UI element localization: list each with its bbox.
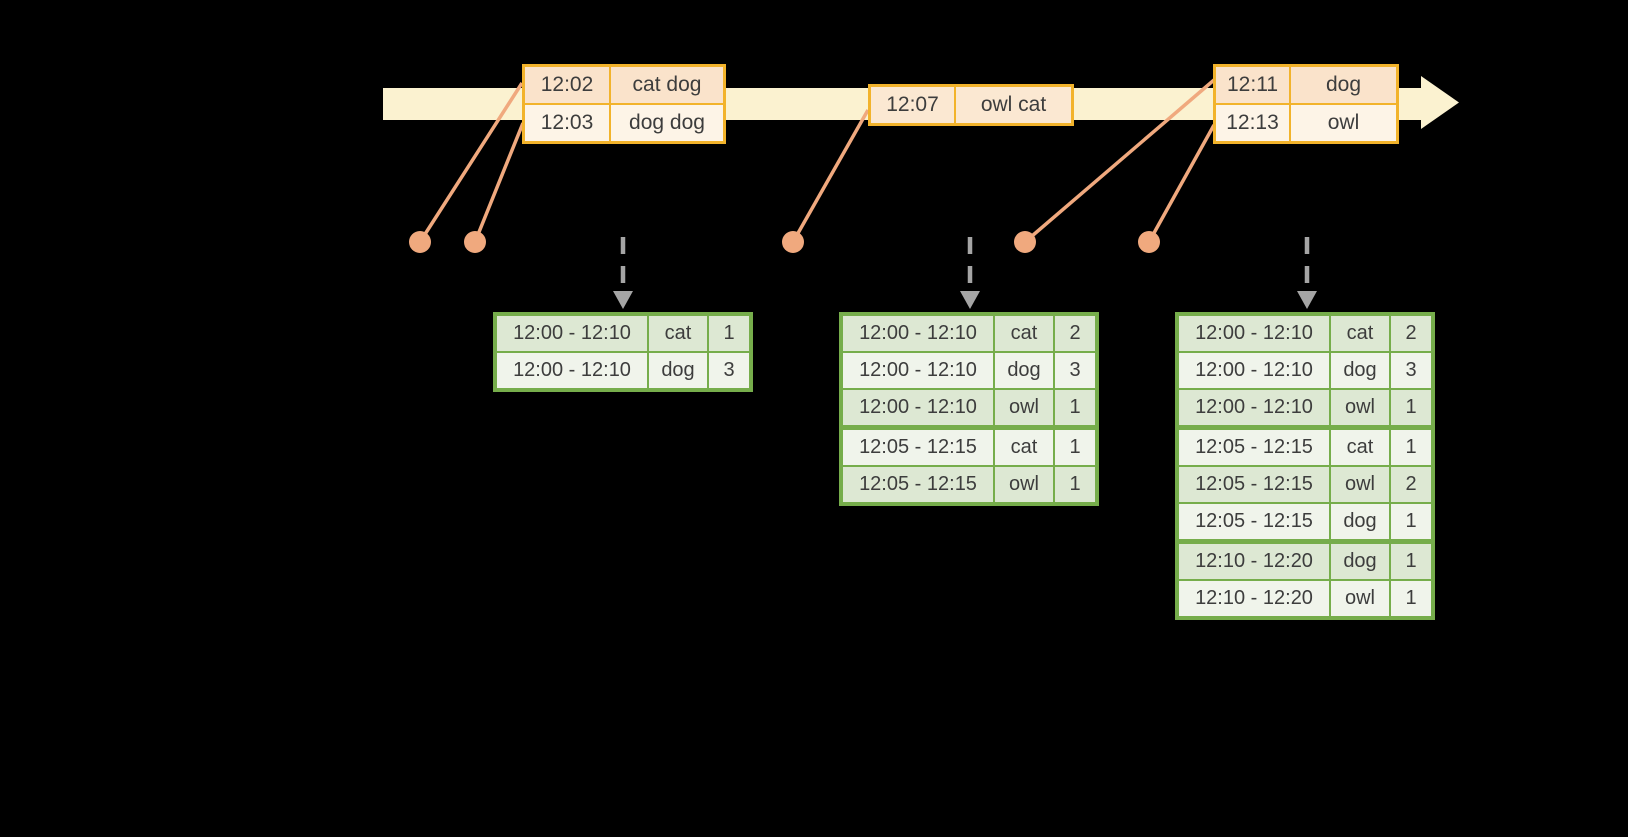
count-cell: 1 xyxy=(1391,544,1431,579)
result-row: 12:10 - 12:20 dog 1 xyxy=(1179,539,1431,579)
result-row: 12:00 - 12:10 cat 2 xyxy=(1179,316,1431,351)
result-row: 12:00 - 12:10 owl 1 xyxy=(843,388,1095,425)
word-cell: owl xyxy=(995,390,1055,425)
count-cell: 1 xyxy=(709,316,749,351)
window-cell: 12:00 - 12:10 xyxy=(497,353,649,388)
window-cell: 12:05 - 12:15 xyxy=(1179,467,1331,502)
word-cell: cat xyxy=(995,316,1055,351)
event-connector-line xyxy=(418,82,524,243)
event-table-batch2: 12:07 owl cat xyxy=(868,84,1074,126)
event-time-cell: 12:07 xyxy=(871,87,956,123)
count-cell: 1 xyxy=(1391,390,1431,425)
event-dot-icon xyxy=(464,231,486,253)
event-time-cell: 12:02 xyxy=(525,67,611,103)
event-table-batch3: 12:11 dog 12:13 owl xyxy=(1213,64,1399,144)
event-row: 12:03 dog dog xyxy=(525,103,723,141)
event-time-cell: 12:03 xyxy=(525,105,611,141)
word-cell: cat xyxy=(649,316,709,351)
window-cell: 12:10 - 12:20 xyxy=(1179,544,1331,579)
result-row: 12:00 - 12:10 cat 2 xyxy=(843,316,1095,351)
count-cell: 1 xyxy=(1055,467,1095,502)
count-cell: 3 xyxy=(709,353,749,388)
event-row: 12:11 dog xyxy=(1216,67,1396,103)
word-cell: cat xyxy=(1331,316,1391,351)
result-table-3: 12:00 - 12:10 cat 2 12:00 - 12:10 dog 3 … xyxy=(1175,312,1435,620)
event-connector-line xyxy=(473,122,525,243)
count-cell: 3 xyxy=(1391,353,1431,388)
result-row: 12:00 - 12:10 cat 1 xyxy=(497,316,749,351)
count-cell: 1 xyxy=(1391,504,1431,539)
word-cell: dog xyxy=(1331,353,1391,388)
word-cell: dog xyxy=(995,353,1055,388)
event-connector-line xyxy=(791,109,870,243)
count-cell: 1 xyxy=(1391,430,1431,465)
event-connector-line xyxy=(1147,124,1216,243)
event-time-cell: 12:11 xyxy=(1216,67,1291,103)
event-dot-icon xyxy=(1014,231,1036,253)
event-time-cell: 12:13 xyxy=(1216,105,1291,141)
word-cell: owl xyxy=(995,467,1055,502)
word-cell: owl xyxy=(1331,467,1391,502)
window-cell: 12:00 - 12:10 xyxy=(1179,353,1331,388)
window-cell: 12:05 - 12:15 xyxy=(843,430,995,465)
word-cell: owl xyxy=(1331,581,1391,616)
result-table-1: 12:00 - 12:10 cat 1 12:00 - 12:10 dog 3 xyxy=(493,312,753,392)
result-row: 12:00 - 12:10 dog 3 xyxy=(497,351,749,388)
event-row: 12:07 owl cat xyxy=(871,87,1071,123)
window-cell: 12:00 - 12:10 xyxy=(1179,390,1331,425)
window-cell: 12:00 - 12:10 xyxy=(843,353,995,388)
event-dot-icon xyxy=(1138,231,1160,253)
result-row: 12:00 - 12:10 owl 1 xyxy=(1179,388,1431,425)
count-cell: 2 xyxy=(1391,316,1431,351)
event-dot-icon xyxy=(782,231,804,253)
count-cell: 3 xyxy=(1055,353,1095,388)
window-cell: 12:05 - 12:15 xyxy=(843,467,995,502)
window-cell: 12:00 - 12:10 xyxy=(497,316,649,351)
result-row: 12:05 - 12:15 cat 1 xyxy=(1179,425,1431,465)
count-cell: 1 xyxy=(1391,581,1431,616)
result-table-2: 12:00 - 12:10 cat 2 12:00 - 12:10 dog 3 … xyxy=(839,312,1099,506)
trigger-arrow-icon xyxy=(1297,237,1317,309)
event-row: 12:02 cat dog xyxy=(525,67,723,103)
count-cell: 2 xyxy=(1055,316,1095,351)
word-cell: dog xyxy=(1331,504,1391,539)
result-row: 12:05 - 12:15 owl 2 xyxy=(1179,465,1431,502)
window-cell: 12:05 - 12:15 xyxy=(1179,430,1331,465)
count-cell: 2 xyxy=(1391,467,1431,502)
result-row: 12:00 - 12:10 dog 3 xyxy=(1179,351,1431,388)
event-table-batch1: 12:02 cat dog 12:03 dog dog xyxy=(522,64,726,144)
timeline-arrowhead-icon xyxy=(1421,76,1459,129)
result-row: 12:05 - 12:15 cat 1 xyxy=(843,425,1095,465)
trigger-arrow-icon xyxy=(960,237,980,309)
result-row: 12:05 - 12:15 owl 1 xyxy=(843,465,1095,502)
word-cell: cat xyxy=(995,430,1055,465)
window-cell: 12:00 - 12:10 xyxy=(843,390,995,425)
trigger-arrow-icon xyxy=(613,237,633,309)
event-words-cell: owl cat xyxy=(956,87,1071,123)
window-cell: 12:05 - 12:15 xyxy=(1179,504,1331,539)
word-cell: owl xyxy=(1331,390,1391,425)
word-cell: dog xyxy=(649,353,709,388)
event-row: 12:13 owl xyxy=(1216,103,1396,141)
event-dot-icon xyxy=(409,231,431,253)
count-cell: 1 xyxy=(1055,390,1095,425)
event-words-cell: dog dog xyxy=(611,105,723,141)
event-words-cell: owl xyxy=(1291,105,1396,141)
event-words-cell: dog xyxy=(1291,67,1396,103)
window-cell: 12:10 - 12:20 xyxy=(1179,581,1331,616)
window-cell: 12:00 - 12:10 xyxy=(843,316,995,351)
word-cell: cat xyxy=(1331,430,1391,465)
word-cell: dog xyxy=(1331,544,1391,579)
window-cell: 12:00 - 12:10 xyxy=(1179,316,1331,351)
event-connector-line xyxy=(1023,78,1216,244)
result-row: 12:10 - 12:20 owl 1 xyxy=(1179,579,1431,616)
event-words-cell: cat dog xyxy=(611,67,723,103)
count-cell: 1 xyxy=(1055,430,1095,465)
result-row: 12:00 - 12:10 dog 3 xyxy=(843,351,1095,388)
result-row: 12:05 - 12:15 dog 1 xyxy=(1179,502,1431,539)
